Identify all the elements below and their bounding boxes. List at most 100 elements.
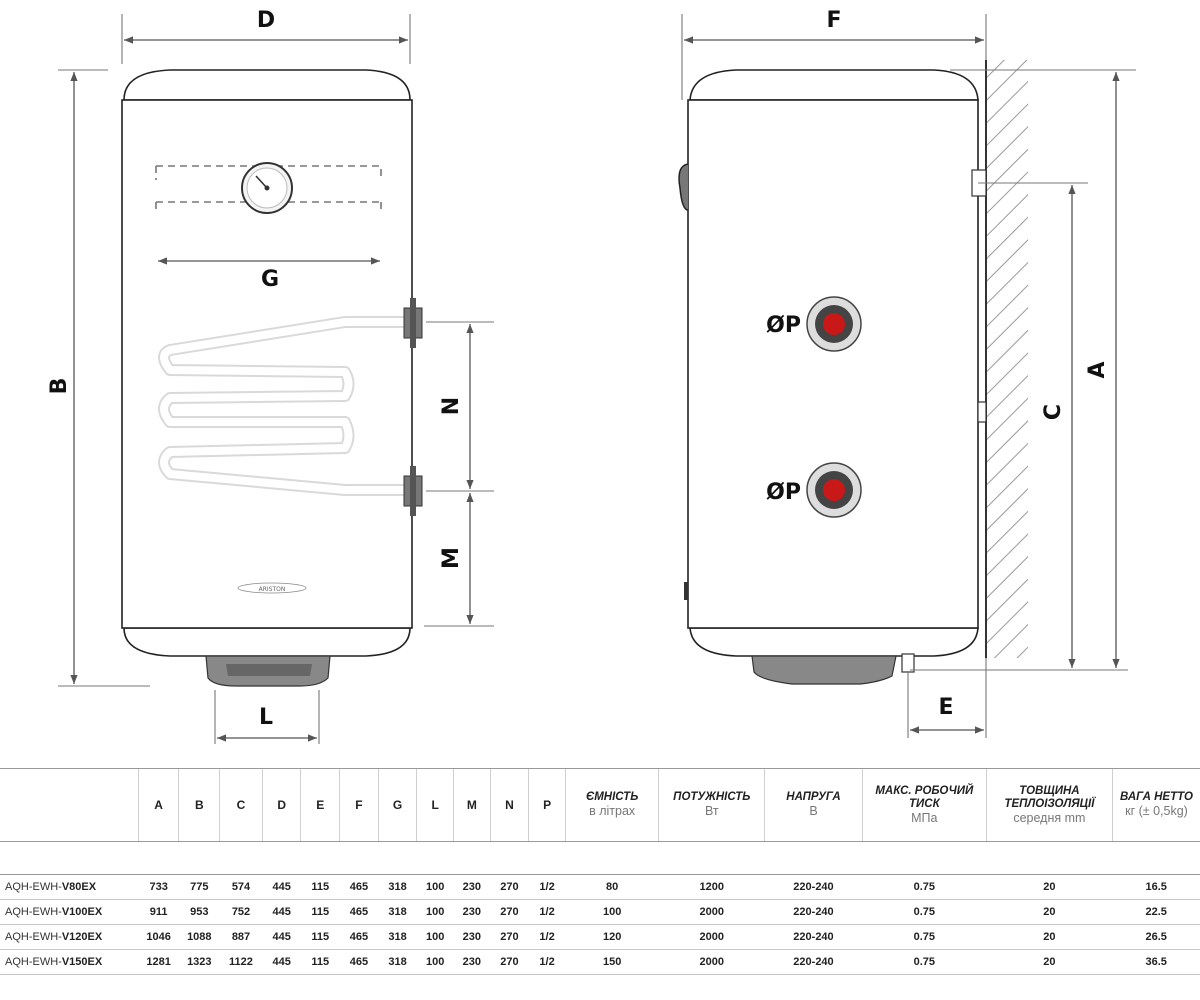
cell-capacity: 80 (565, 874, 659, 900)
cell-n: 270 (490, 899, 529, 925)
cell-d: 445 (262, 949, 301, 975)
dimension-c-label: C (1041, 404, 1066, 420)
cell-l: 100 (416, 899, 454, 925)
cell-b: 953 (178, 899, 220, 925)
cell-g: 318 (378, 874, 417, 900)
cell-a: 1281 (138, 949, 179, 975)
cell-pressure: 0.75 (862, 874, 987, 900)
cell-l: 100 (416, 924, 454, 950)
cell-m: 230 (453, 874, 491, 900)
header-pressure: МАКС. РОБОЧИЙ ТИСК МПа (861, 768, 987, 842)
cell-pressure: 0.75 (862, 924, 987, 950)
cell-model: AQH-EWH-V150EX (0, 949, 139, 975)
cell-p: 1/2 (528, 899, 566, 925)
table-spacer-row (0, 841, 1200, 875)
cell-d: 445 (262, 874, 301, 900)
header-voltage: НАПРУГА В (764, 768, 863, 842)
upper-pipe-connection-icon (806, 296, 862, 352)
cell-c: 1122 (219, 949, 263, 975)
header-n: N (489, 768, 529, 842)
cell-power: 1200 (658, 874, 765, 900)
cell-weight: 16.5 (1112, 874, 1200, 900)
cell-weight: 36.5 (1112, 949, 1200, 975)
front-bottom-cap (123, 627, 411, 657)
cell-d: 445 (262, 899, 301, 925)
cell-f: 465 (339, 899, 379, 925)
cell-f: 465 (339, 874, 379, 900)
cell-l: 100 (416, 949, 454, 975)
table-header-row: A B C D E F G L M N P ЄМНІСТЬ в літрах П… (0, 768, 1200, 842)
cell-b: 775 (178, 874, 220, 900)
dimension-n-label: N (439, 397, 464, 415)
cell-model: AQH-EWH-V80EX (0, 874, 139, 900)
cell-model: AQH-EWH-V120EX (0, 924, 139, 950)
dimension-d-label: D (257, 8, 275, 33)
header-voltage-unit: В (809, 804, 818, 818)
cell-l: 100 (416, 874, 454, 900)
cell-c: 887 (219, 924, 263, 950)
cell-e: 115 (300, 874, 340, 900)
cell-model: AQH-EWH-V100EX (0, 899, 139, 925)
cell-power: 2000 (658, 949, 765, 975)
upper-pipe-label: ØP (766, 313, 801, 338)
cell-p: 1/2 (528, 949, 566, 975)
model-code: V100EX (61, 906, 103, 918)
lower-pipe-connection-icon (806, 462, 862, 518)
header-power-unit: Вт (704, 804, 719, 818)
cell-p: 1/2 (528, 924, 566, 950)
cell-e: 115 (300, 899, 340, 925)
cell-weight: 26.5 (1112, 924, 1200, 950)
header-weight: ВАГА НЕТТО кг (± 0,5kg) (1111, 768, 1200, 842)
side-thermometer (678, 163, 689, 211)
cell-m: 230 (453, 924, 491, 950)
cell-insulation: 20 (986, 899, 1113, 925)
header-pressure-title: МАКС. РОБОЧИЙ ТИСК (875, 784, 974, 810)
cell-power: 2000 (658, 899, 765, 925)
cell-g: 318 (378, 899, 417, 925)
cell-pressure: 0.75 (862, 949, 987, 975)
header-power: ПОТУЖНІСТЬ Вт (658, 768, 765, 842)
header-g: G (377, 768, 417, 842)
cell-n: 270 (490, 949, 529, 975)
header-insulation-title: ТОВЩИНА ТЕПЛОІЗОЛЯЦІЇ (1004, 784, 1095, 810)
dimension-diagram: ARISTON D B G N M L (47, 8, 1136, 744)
dimension-b-label: B (47, 378, 72, 395)
cell-voltage: 220-240 (764, 874, 863, 900)
lower-pipe-label: ØP (766, 480, 801, 505)
header-capacity: ЄМНІСТЬ в літрах (564, 768, 659, 842)
cell-insulation: 20 (986, 874, 1113, 900)
cell-n: 270 (490, 874, 529, 900)
dimension-g-label: G (261, 267, 279, 292)
header-c: C (219, 768, 263, 842)
model-prefix: AQH-EWH- (5, 906, 62, 918)
model-prefix: AQH-EWH- (5, 881, 62, 893)
side-control-box (751, 655, 897, 685)
header-capacity-title: ЄМНІСТЬ (585, 791, 639, 803)
cell-d: 445 (262, 924, 301, 950)
model-code: V150EX (61, 956, 103, 968)
header-p: P (528, 768, 566, 842)
cell-power: 2000 (658, 924, 765, 950)
cell-b: 1088 (178, 924, 220, 950)
cell-a: 733 (138, 874, 179, 900)
model-prefix: AQH-EWH- (5, 931, 62, 943)
cell-e: 115 (300, 949, 340, 975)
header-power-title: ПОТУЖНІСТЬ (673, 791, 751, 803)
header-e: E (300, 768, 340, 842)
cell-weight: 22.5 (1112, 899, 1200, 925)
cell-c: 752 (219, 899, 263, 925)
header-insulation: ТОВЩИНА ТЕПЛОІЗОЛЯЦІЇ середня mm (985, 768, 1113, 842)
model-prefix: AQH-EWH- (5, 956, 62, 968)
header-insulation-unit: середня mm (1013, 810, 1086, 825)
cell-capacity: 150 (565, 949, 659, 975)
side-bottom-cap (689, 627, 979, 657)
side-view: ØP ØP F C A E (678, 8, 1136, 738)
cell-m: 230 (453, 949, 491, 975)
header-weight-unit: кг (± 0,5kg) (1125, 804, 1188, 818)
cell-c: 574 (219, 874, 263, 900)
header-weight-title: ВАГА НЕТТО (1119, 791, 1193, 803)
cell-m: 230 (453, 899, 491, 925)
